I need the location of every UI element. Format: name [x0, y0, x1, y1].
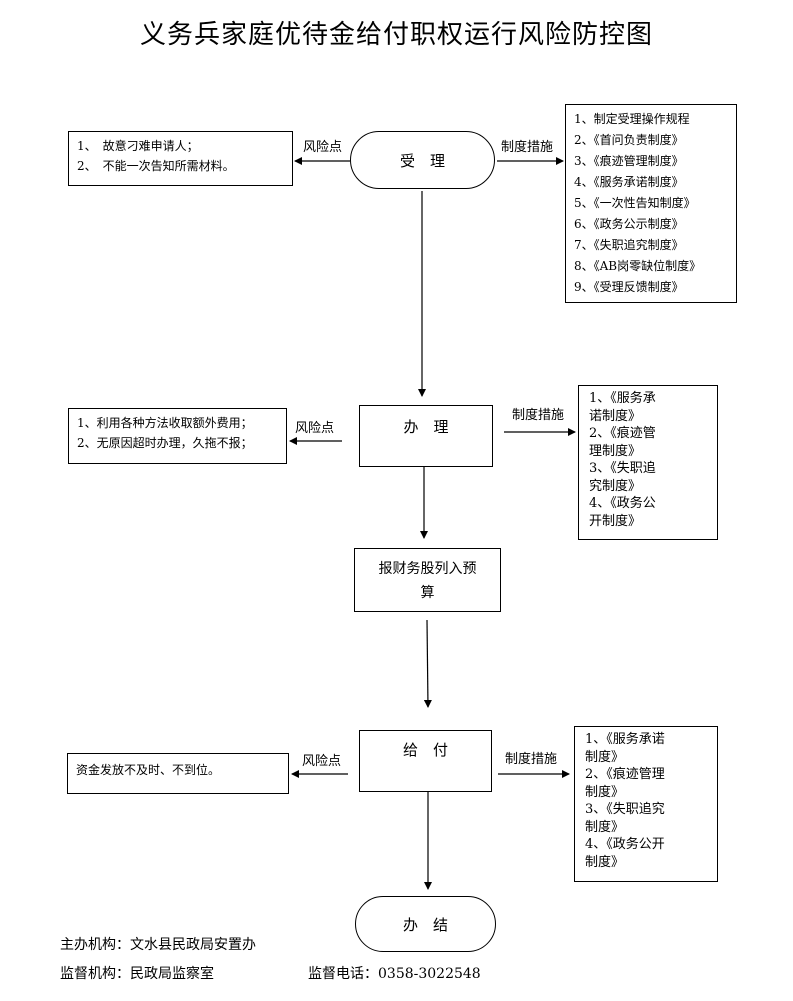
- measure-item: 究制度》: [589, 478, 642, 494]
- risk-label-pay: 风险点: [302, 754, 342, 769]
- measure-item: 开制度》: [589, 513, 642, 529]
- page-title: 义务兵家庭优待金给付职权运行风险防控图: [139, 20, 653, 50]
- measure-item: 2、《首问负责制度》: [574, 133, 684, 147]
- footer-host: 主办机构：文水县民政局安置办: [60, 937, 256, 953]
- node-report-line: 算: [420, 585, 435, 601]
- risk-item: 1、 故意刁难申请人；: [77, 139, 199, 153]
- measure-item: 9、《受理反馈制度》: [574, 280, 684, 294]
- node-accept: 受 理: [350, 131, 495, 189]
- risk-label-handle: 风险点: [295, 421, 335, 436]
- measure-item: 7、《失职追究制度》: [574, 238, 684, 252]
- footer-phone: 监督电话：0358-3022548: [308, 966, 481, 982]
- measure-label-accept: 制度措施: [501, 140, 554, 155]
- risk-box-handle: 1、利用各种方法收取额外费用； 2、无原因超时办理，久拖不报；: [68, 408, 287, 464]
- footer-supervisor: 监督机构：民政局监察室: [60, 966, 214, 982]
- risk-label-accept: 风险点: [303, 140, 343, 155]
- measure-item: 4、《政务公: [589, 496, 656, 511]
- risk-item: 1、利用各种方法收取额外费用；: [77, 416, 253, 430]
- risk-box-pay: 资金发放不及时、不到位。: [67, 753, 289, 794]
- measure-item: 1、《服务承诺: [585, 732, 665, 747]
- measure-box-pay: 1、《服务承诺 制度》 2、《痕迹管理 制度》 3、《失职追究 制度》 4、《政…: [574, 726, 718, 882]
- measure-item: 5、《一次性告知制度》: [574, 196, 696, 210]
- measure-item: 6、《政务公示制度》: [574, 217, 684, 231]
- risk-item: 2、无原因超时办理，久拖不报；: [77, 436, 253, 450]
- measure-item: 1、《服务承: [589, 391, 656, 406]
- node-finish: 办 结: [355, 896, 496, 952]
- measure-item: 4、《服务承诺制度》: [574, 175, 684, 189]
- measure-item: 制度》: [585, 854, 625, 870]
- measure-item: 3、《失职追究: [585, 802, 665, 817]
- risk-box-accept: 1、 故意刁难申请人； 2、 不能一次告知所需材料。: [68, 131, 293, 186]
- arrow-report-pay: [423, 619, 432, 708]
- measure-item: 2、《痕迹管理: [585, 767, 665, 782]
- node-handle: 办 理: [359, 405, 493, 467]
- node-pay: 给 付: [359, 730, 492, 792]
- risk-item: 2、 不能一次告知所需材料。: [77, 159, 235, 173]
- measure-item: 1、制定受理操作规程: [574, 112, 690, 126]
- measure-item: 制度》: [585, 819, 625, 835]
- node-accept-label: 受 理: [399, 151, 445, 170]
- measure-item: 2、《痕迹管: [589, 426, 656, 441]
- measure-item: 4、《政务公开: [585, 837, 665, 852]
- node-pay-label: 给 付: [402, 741, 448, 759]
- measure-item: 3、《失职追: [589, 461, 656, 476]
- measure-box-handle: 1、《服务承 诺制度》 2、《痕迹管 理制度》 3、《失职追 究制度》 4、《政…: [578, 385, 718, 540]
- measure-box-accept: 1、制定受理操作规程 2、《首问负责制度》 3、《痕迹管理制度》 4、《服务承诺…: [565, 104, 737, 303]
- node-report: 报财务股列入预 算: [354, 548, 501, 612]
- measure-label-handle: 制度措施: [512, 408, 565, 423]
- risk-item: 资金发放不及时、不到位。: [76, 763, 221, 777]
- node-finish-label: 办 结: [402, 915, 448, 934]
- node-report-line: 报财务股列入预: [378, 561, 477, 577]
- measure-item: 3、《痕迹管理制度》: [574, 154, 684, 168]
- measure-item: 制度》: [585, 749, 625, 765]
- node-handle-label: 办 理: [403, 418, 449, 436]
- measure-item: 诺制度》: [589, 408, 642, 424]
- measure-item: 制度》: [585, 784, 625, 800]
- measure-label-pay: 制度措施: [505, 752, 558, 767]
- measure-item: 8、《AB岗零缺位制度》: [574, 259, 702, 273]
- measure-item: 理制度》: [589, 443, 642, 459]
